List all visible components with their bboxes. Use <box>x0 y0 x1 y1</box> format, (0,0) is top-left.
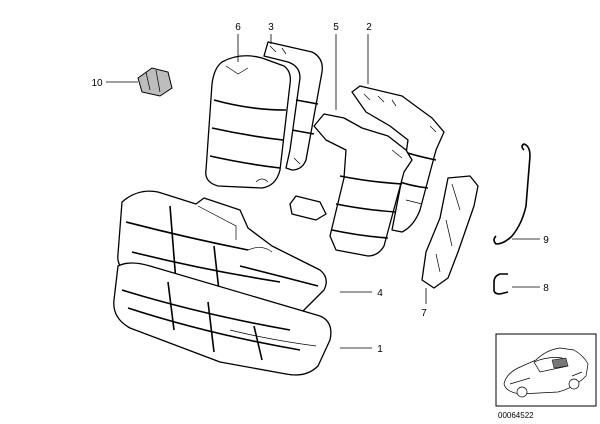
callout-1: 1 <box>377 344 383 355</box>
part-3-backrest-frame <box>263 41 323 171</box>
part-8-hook <box>493 273 509 295</box>
callout-2: 2 <box>366 22 372 33</box>
callout-8: 8 <box>543 283 549 294</box>
vehicle-locator-inset <box>495 333 597 407</box>
callout-6: 6 <box>235 22 241 33</box>
part-1-seat-cushion <box>113 262 332 376</box>
callout-10: 10 <box>91 78 103 89</box>
part-6-backrest-cover <box>205 55 292 189</box>
callout-7: 7 <box>421 308 427 319</box>
part-7-side-panel <box>421 175 479 289</box>
part-5-backrest-cover <box>289 113 413 257</box>
callout-3: 3 <box>268 22 274 33</box>
callout-4: 4 <box>377 288 383 299</box>
part-10-clip <box>137 67 173 97</box>
leader-lines <box>106 34 540 349</box>
callout-5: 5 <box>333 22 339 33</box>
reference-code: 00064522 <box>498 411 534 420</box>
part-9-wire <box>493 143 531 245</box>
callout-9: 9 <box>543 235 549 246</box>
